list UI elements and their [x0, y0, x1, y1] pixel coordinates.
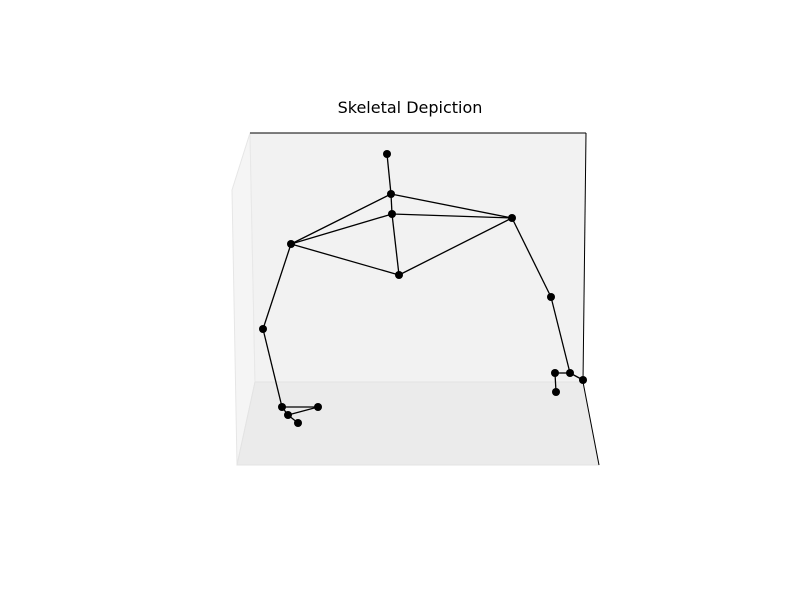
axes-panes [231, 132, 600, 466]
bone-4 [290, 213, 393, 245]
bone-19 [287, 406, 319, 416]
joint-10 [579, 376, 587, 384]
chart-title: Skeletal Depiction [338, 98, 483, 117]
joint-12 [278, 403, 286, 411]
bone-9 [511, 217, 552, 298]
joint-4 [287, 240, 295, 248]
joint-14 [284, 411, 292, 419]
joint-15 [294, 419, 302, 427]
joint-1 [387, 190, 395, 198]
bone-10 [550, 296, 571, 374]
bone-6 [391, 213, 400, 276]
back-pane [249, 132, 587, 383]
joint-11 [552, 388, 560, 396]
floor-pane [236, 381, 600, 466]
back-right-edge [582, 132, 587, 383]
joint-6 [547, 293, 555, 301]
joint-0 [383, 150, 391, 158]
bone-3 [390, 193, 513, 219]
joint-8 [566, 369, 574, 377]
bone-0 [386, 153, 392, 195]
bone-15 [262, 328, 283, 408]
bone-14 [262, 243, 292, 330]
joint-5 [395, 271, 403, 279]
joint-7 [259, 325, 267, 333]
bone-7 [290, 243, 400, 276]
skeleton-joints [259, 150, 587, 427]
joint-9 [551, 369, 559, 377]
joint-3 [508, 214, 516, 222]
bone-8 [398, 217, 513, 276]
floor-right-edge [582, 381, 600, 466]
joint-13 [314, 403, 322, 411]
bone-2 [290, 193, 392, 245]
joint-2 [388, 210, 396, 218]
bone-5 [391, 213, 513, 219]
